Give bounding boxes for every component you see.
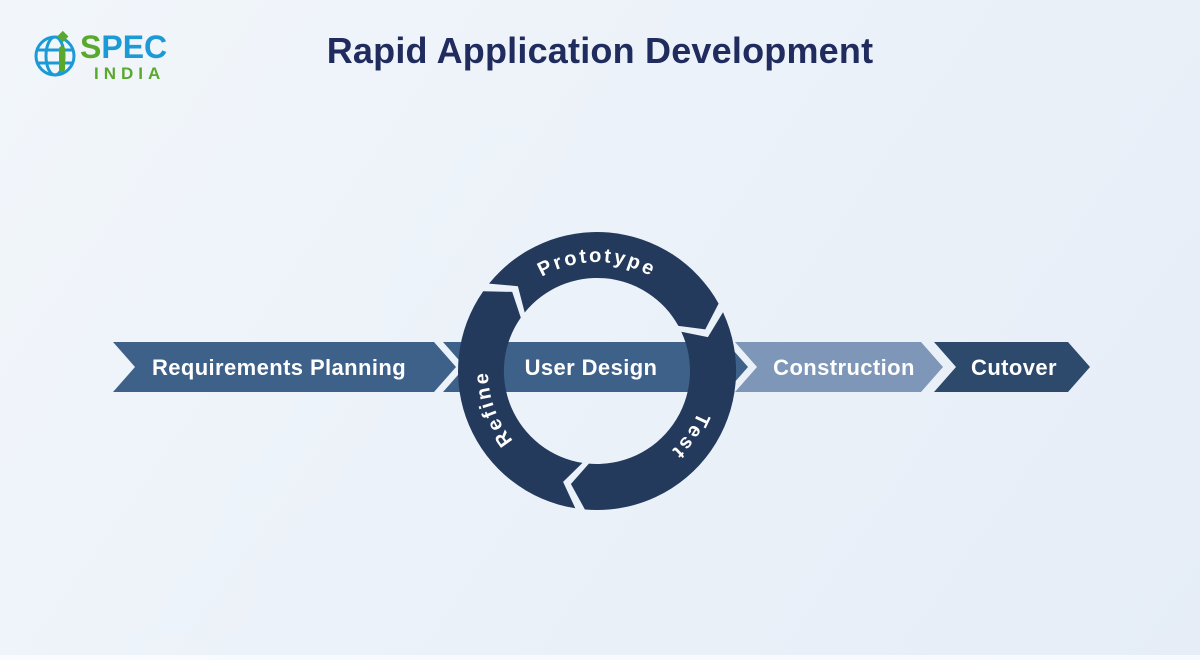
- logo-spec-text: SPEC: [80, 29, 167, 65]
- ring-segment-refine: [458, 291, 583, 509]
- stage-label-cutover: Cutover: [971, 355, 1057, 380]
- stage-arrow-construction: [735, 342, 943, 392]
- logo-india-text: INDIA: [94, 64, 165, 83]
- stage-arrow-user-design: [443, 342, 748, 392]
- logo-i-icon: [57, 30, 69, 72]
- stage-label-requirements-planning: Requirements Planning: [152, 355, 406, 380]
- spec-india-logo: SPEC INDIA: [30, 20, 240, 92]
- ring-segment-prototype: [489, 232, 719, 330]
- stage-label-construction: Construction: [773, 355, 915, 380]
- ring-segment-test: [570, 312, 737, 511]
- stage-arrow-requirements-planning: [113, 342, 456, 392]
- stage-label-user-design: User Design: [525, 355, 658, 380]
- page-title: Rapid Application Development: [326, 30, 874, 71]
- stage-arrow-cutover: [934, 342, 1090, 392]
- bottom-edge-highlight: [0, 655, 1200, 660]
- logo-graphic: SPEC INDIA: [34, 29, 167, 83]
